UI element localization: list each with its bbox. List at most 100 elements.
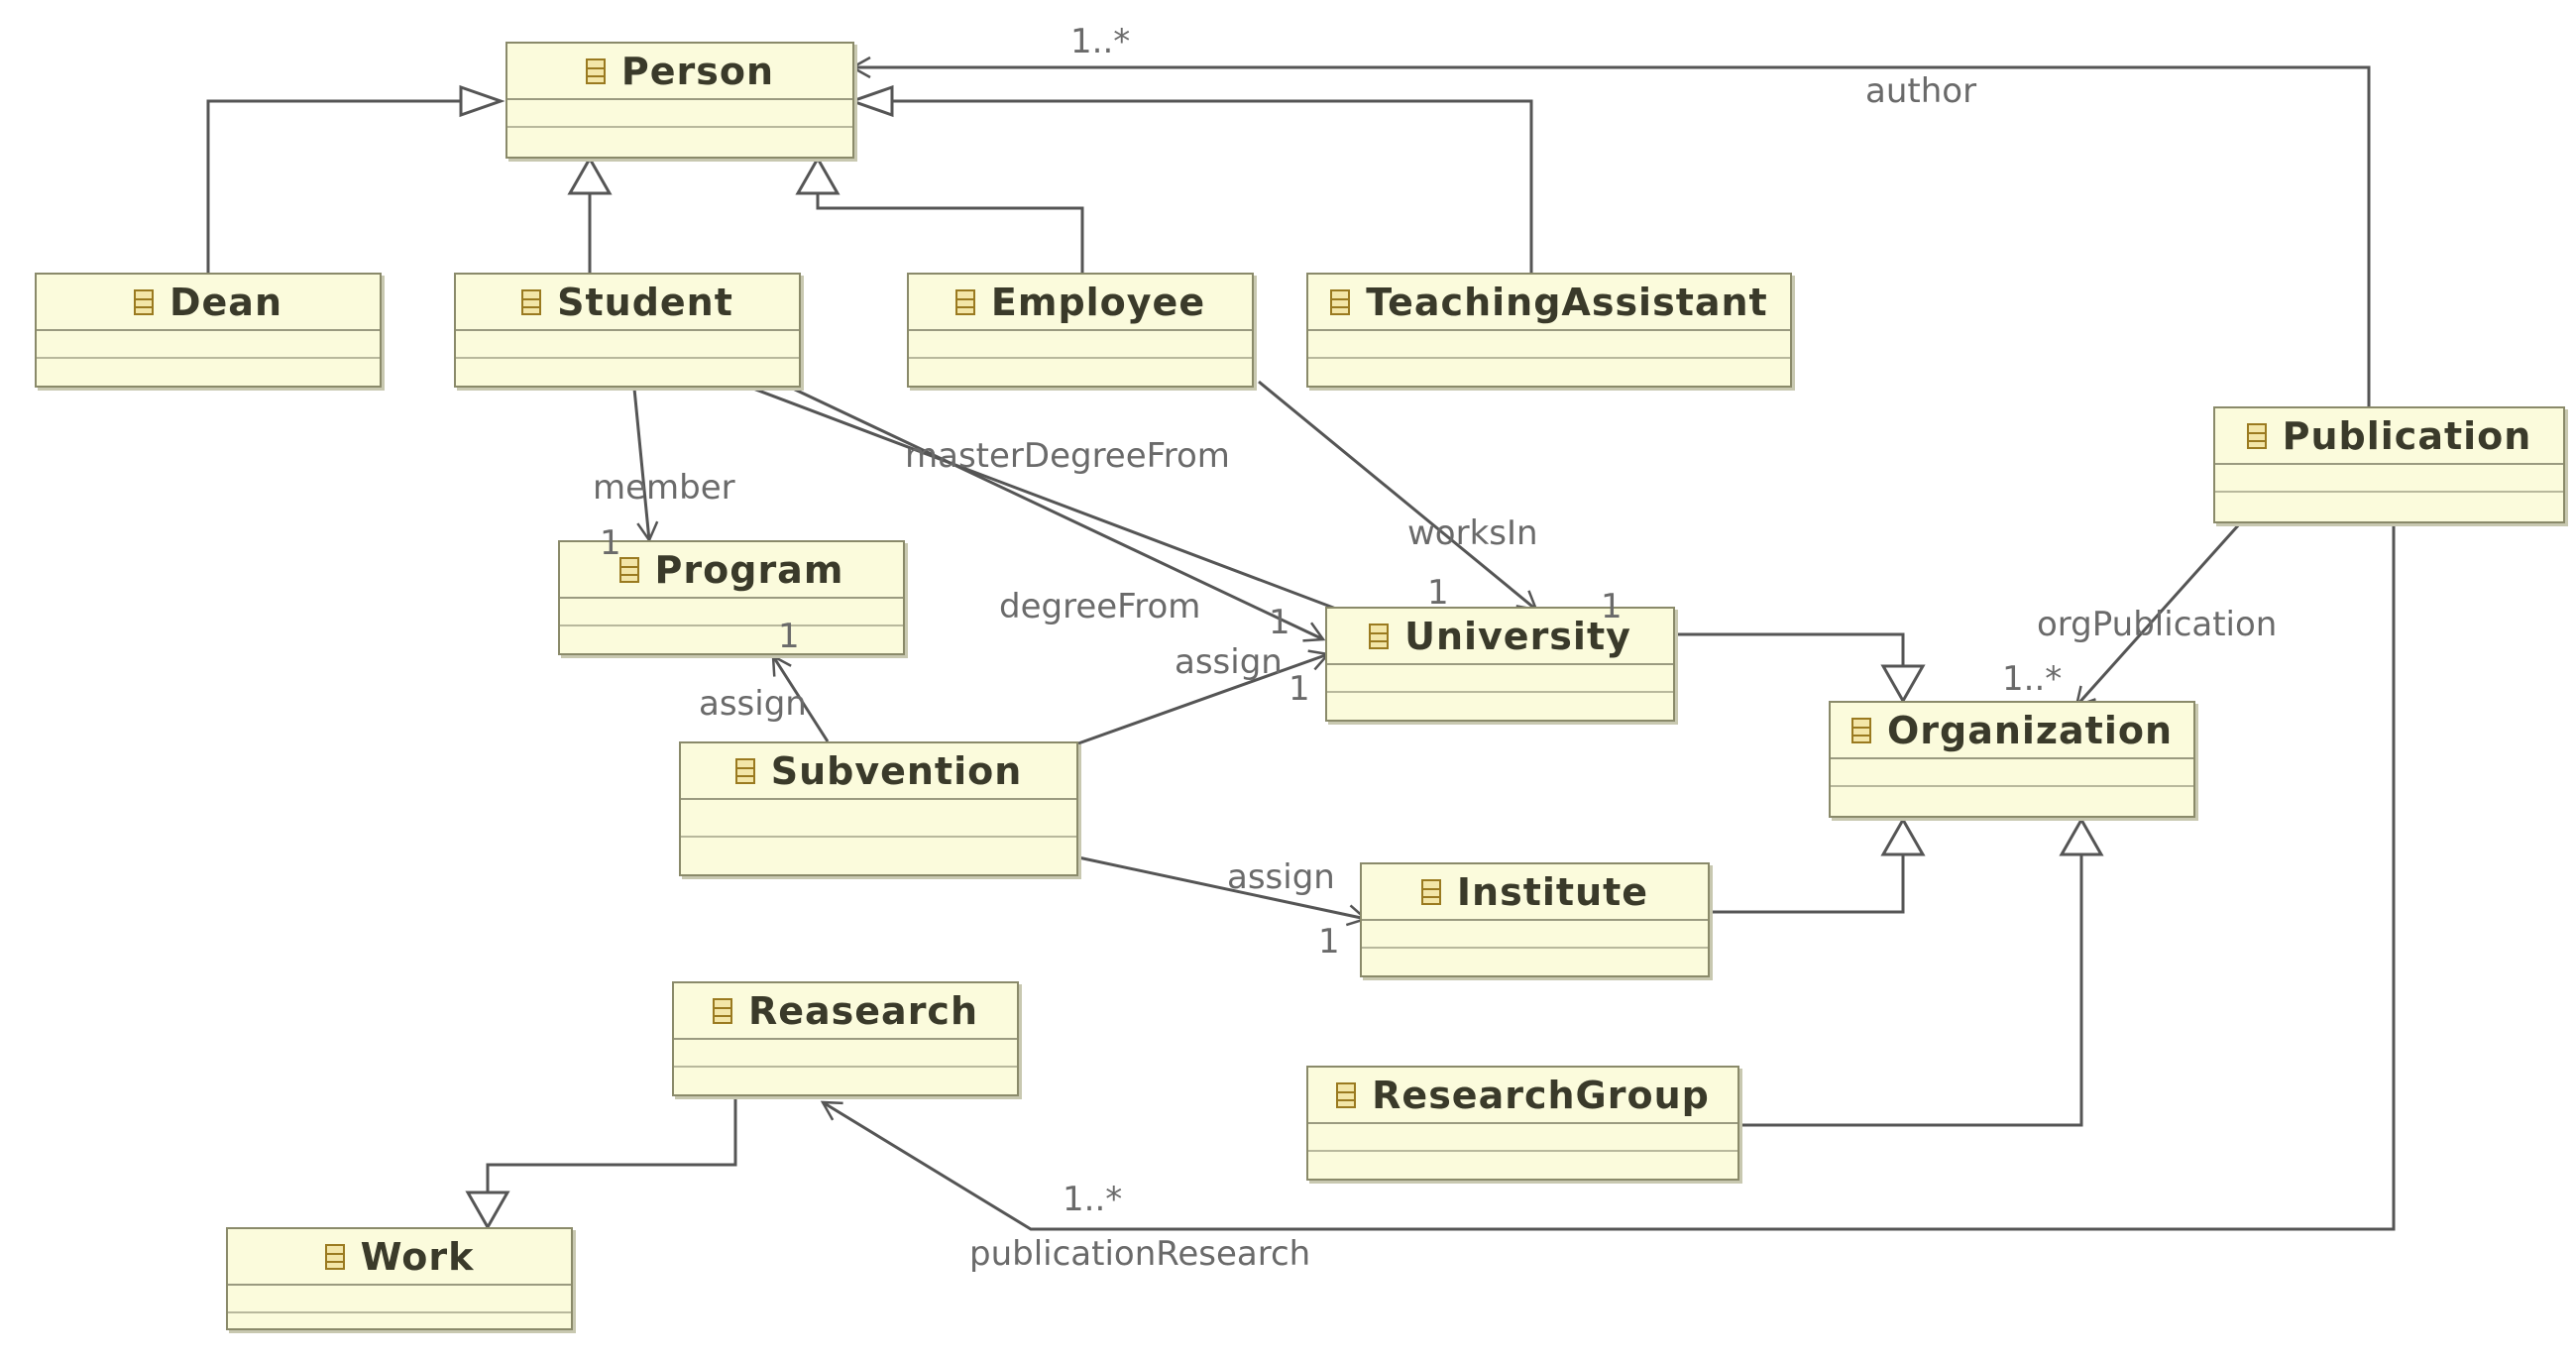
generalization-university-organization xyxy=(1675,632,1905,666)
label-org-publication: orgPublication xyxy=(2037,605,2278,644)
class-institute[interactable]: Institute xyxy=(1360,862,1710,977)
class-icon xyxy=(1850,717,1871,743)
operations-compartment xyxy=(1308,1152,1737,1178)
class-employee[interactable]: Employee xyxy=(907,273,1254,388)
class-icon xyxy=(1336,1081,1357,1108)
class-name: TeachingAssistant xyxy=(1366,280,1768,324)
multiplicity-assign-university: 1 xyxy=(1288,669,1310,709)
attributes-compartment xyxy=(37,331,380,359)
attributes-compartment xyxy=(1831,759,2193,787)
class-icon xyxy=(585,57,606,84)
label-assign-institute: assign xyxy=(1227,857,1335,897)
triangle-head xyxy=(847,84,894,118)
operations-compartment xyxy=(1831,787,2193,813)
association-publication-research xyxy=(820,523,2396,1231)
multiplicity-research: 1..* xyxy=(1063,1180,1123,1219)
class-university[interactable]: University xyxy=(1325,607,1675,722)
generalization-researchgroup-organization xyxy=(1739,854,2083,1127)
attributes-compartment xyxy=(560,599,903,626)
triangle-head xyxy=(567,155,613,195)
operations-compartment xyxy=(909,359,1252,385)
class-icon xyxy=(712,997,732,1024)
attributes-compartment xyxy=(681,800,1076,838)
generalization-employee-person xyxy=(816,193,1084,273)
association-author xyxy=(849,56,2371,406)
class-work[interactable]: Work xyxy=(226,1227,573,1330)
multiplicity-program: 1 xyxy=(778,617,800,656)
label-degree-from: degreeFrom xyxy=(999,587,1201,626)
class-name: Subvention xyxy=(770,748,1023,793)
operations-compartment xyxy=(674,1068,1017,1093)
class-organization[interactable]: Organization xyxy=(1829,701,2195,818)
generalization-institute-organization xyxy=(1710,854,1905,914)
label-member: member xyxy=(593,468,735,508)
triangle-head xyxy=(465,1191,510,1231)
class-icon xyxy=(324,1243,345,1270)
class-name: Student xyxy=(557,280,733,324)
multiplicity-member: 1 xyxy=(600,523,621,563)
label-author: author xyxy=(1865,71,1977,111)
class-icon xyxy=(2246,422,2267,449)
operations-compartment xyxy=(681,838,1076,863)
class-publication[interactable]: Publication xyxy=(2213,406,2565,523)
triangle-head xyxy=(459,84,505,118)
label-master-degree-from: masterDegreeFrom xyxy=(905,436,1230,476)
attributes-compartment xyxy=(1327,665,1673,693)
class-icon xyxy=(1369,623,1390,649)
class-research-group[interactable]: ResearchGroup xyxy=(1306,1066,1739,1181)
attributes-compartment xyxy=(456,331,799,359)
class-name: Organization xyxy=(1886,708,2174,752)
attributes-compartment xyxy=(674,1040,1017,1068)
attributes-compartment xyxy=(909,331,1252,359)
multiplicity-university-a: 1 xyxy=(1427,573,1449,613)
association-assign-university xyxy=(1077,649,1331,745)
class-dean[interactable]: Dean xyxy=(35,273,382,388)
class-icon xyxy=(734,757,755,784)
class-icon xyxy=(1420,878,1441,905)
class-teaching-assistant[interactable]: TeachingAssistant xyxy=(1306,273,1792,388)
class-student[interactable]: Student xyxy=(454,273,801,388)
class-name: Publication xyxy=(2282,413,2532,458)
class-person[interactable]: Person xyxy=(505,42,854,159)
class-name: Work xyxy=(360,1234,475,1279)
class-name: Program xyxy=(654,547,844,592)
association-assign-program xyxy=(771,653,830,742)
association-assign-institute xyxy=(1077,855,1369,927)
operations-compartment xyxy=(560,626,903,652)
class-name: Reasearch xyxy=(747,988,979,1033)
multiplicity-institute: 1 xyxy=(1318,922,1340,962)
class-program[interactable]: Program xyxy=(558,540,905,655)
association-master-degree-from xyxy=(752,387,1420,644)
label-assign-university: assign xyxy=(1175,642,1283,682)
class-reasearch[interactable]: Reasearch xyxy=(672,981,1019,1096)
class-name: Dean xyxy=(168,280,282,324)
attributes-compartment xyxy=(1308,1124,1737,1152)
triangle-head xyxy=(795,155,840,195)
class-icon xyxy=(521,288,542,315)
generalization-reasearch-work xyxy=(486,1098,737,1192)
generalization-dean-person xyxy=(206,99,461,273)
attributes-compartment xyxy=(1362,921,1708,949)
multiplicity-organization: 1..* xyxy=(2002,659,2063,699)
operations-compartment xyxy=(507,128,852,154)
class-icon xyxy=(133,288,154,315)
association-org-publication xyxy=(2074,521,2242,708)
class-name: University xyxy=(1404,614,1631,658)
triangle-head xyxy=(1880,816,1926,856)
class-name: Employee xyxy=(990,280,1206,324)
attributes-compartment xyxy=(1308,331,1790,359)
label-works-in: worksIn xyxy=(1407,513,1538,553)
class-icon xyxy=(1330,288,1351,315)
class-name: ResearchGroup xyxy=(1372,1073,1710,1117)
class-name: Person xyxy=(620,49,775,93)
triangle-head xyxy=(2059,816,2104,856)
class-subvention[interactable]: Subvention xyxy=(679,741,1078,876)
class-icon xyxy=(618,556,639,583)
association-works-in xyxy=(1258,380,1538,612)
multiplicity-university-c: 1 xyxy=(1269,603,1290,642)
attributes-compartment xyxy=(507,100,852,128)
label-publication-research: publicationResearch xyxy=(969,1234,1311,1274)
operations-compartment xyxy=(2215,493,2563,518)
label-assign-program: assign xyxy=(699,684,807,724)
